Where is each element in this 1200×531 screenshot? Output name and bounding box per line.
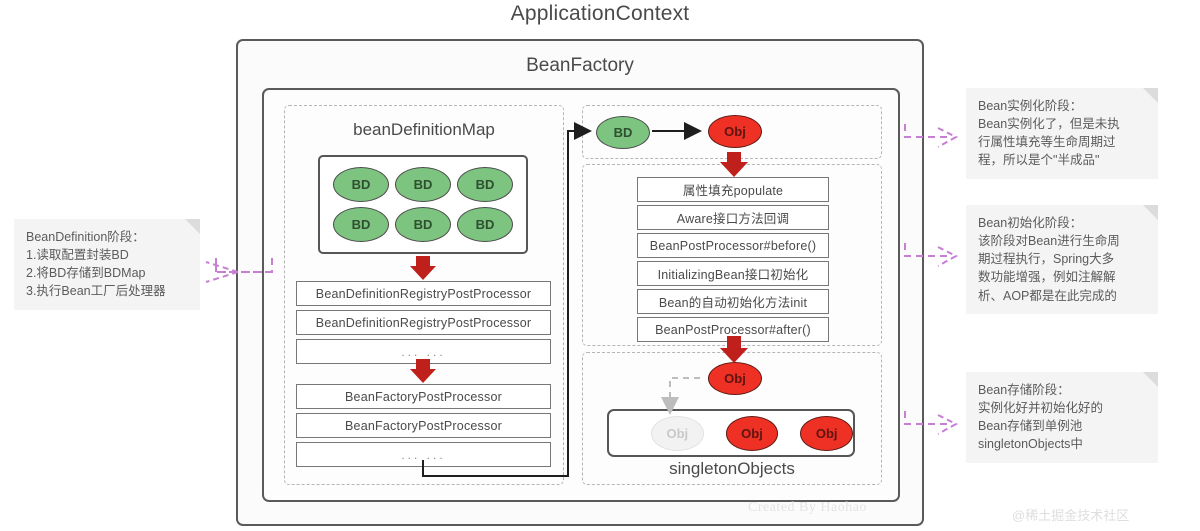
bd-entry: BD — [333, 167, 389, 202]
note-initialization: Bean初始化阶段： 该阶段对Bean进行生命周 期过程执行，Spring大多 … — [966, 205, 1158, 314]
bean-definition-map-box: BD BD BD BD BD BD — [318, 155, 528, 254]
list-item: BeanDefinitionRegistryPostProcessor — [296, 281, 551, 306]
bd-entry: BD — [333, 207, 389, 242]
note-line: 3.执行Bean工厂后处理器 — [26, 284, 166, 299]
list-item: ... ... — [296, 339, 551, 364]
note-line: 期过程执行，Spring大多 — [978, 252, 1115, 267]
obj-slot: Obj — [725, 415, 779, 451]
bd-node: BD — [596, 116, 650, 149]
folded-corner-icon — [1143, 88, 1158, 103]
list-item: BeanFactoryPostProcessor — [296, 413, 551, 438]
bd-entry: BD — [457, 207, 513, 242]
lifecycle-step: 属性填充populate — [637, 177, 829, 202]
note-line: 实例化好并初始化好的 — [978, 401, 1104, 416]
note-line: 数功能增强，例如注解解 — [978, 270, 1116, 285]
lifecycle-step: BeanPostProcessor#before() — [637, 233, 829, 258]
obj-slot-placeholder: Obj — [651, 415, 704, 451]
bean-definition-map-title: beanDefinitionMap — [353, 120, 495, 139]
list-item: ... ... — [296, 442, 551, 467]
lifecycle-step: InitializingBean接口初始化 — [637, 261, 829, 286]
note-line: 该阶段对Bean进行生命周 — [978, 234, 1120, 249]
note-title: Bean存储阶段： — [978, 383, 1070, 397]
note-line: Bean实例化了，但是未执 — [978, 117, 1120, 132]
obj-slot: Obj — [800, 415, 854, 451]
factory-post-processor-list: BeanFactoryPostProcessor BeanFactoryPost… — [296, 384, 551, 471]
note-line: 程，所以是个"半成品" — [978, 153, 1100, 168]
registry-post-processor-list: BeanDefinitionRegistryPostProcessor Bean… — [296, 281, 551, 368]
purple-arrow-left-icon — [205, 261, 239, 273]
note-line: 1.读取配置封装BD — [26, 248, 129, 263]
folded-corner-icon — [1143, 372, 1158, 387]
lifecycle-step: BeanPostProcessor#after() — [637, 317, 829, 342]
note-bean-definition: BeanDefinition阶段： 1.读取配置封装BD 2.将BD存储到BDM… — [14, 219, 200, 310]
watermark-author: Created By Haohao — [748, 500, 867, 515]
note-title: Bean初始化阶段： — [978, 216, 1083, 230]
bd-entry: BD — [395, 207, 451, 242]
page-title: ApplicationContext — [510, 2, 690, 25]
note-line: 2.将BD存储到BDMap — [26, 266, 146, 281]
folded-corner-icon — [185, 219, 200, 234]
bd-entry: BD — [395, 167, 451, 202]
lifecycle-step: Aware接口方法回调 — [637, 205, 829, 230]
purple-arrow-right-icon-3 — [937, 414, 959, 435]
note-title: Bean实例化阶段： — [978, 99, 1083, 113]
obj-node: Obj — [708, 115, 762, 148]
lifecycle-step-list: 属性填充populate Aware接口方法回调 BeanPostProcess… — [637, 177, 829, 345]
singleton-objects-label: singletonObjects — [669, 459, 795, 478]
purple-arrow-left-icon-2 — [205, 271, 239, 283]
watermark-site: @稀土掘金技术社区 — [1012, 508, 1130, 523]
singleton-objects-box: Obj Obj Obj — [607, 409, 855, 457]
bean-factory-title: BeanFactory — [526, 55, 634, 76]
purple-arrow-right-icon — [937, 127, 959, 148]
lifecycle-step: Bean的自动初始化方法init — [637, 289, 829, 314]
note-title: BeanDefinition阶段： — [26, 230, 145, 244]
folded-corner-icon — [1143, 205, 1158, 220]
note-line: singletonObjects中 — [978, 437, 1083, 452]
list-item: BeanDefinitionRegistryPostProcessor — [296, 310, 551, 335]
note-line: 行属性填充等生命周期过 — [978, 135, 1116, 150]
obj-incoming-node: Obj — [708, 362, 762, 395]
bd-entry: BD — [457, 167, 513, 202]
note-line: Bean存储到单例池 — [978, 419, 1083, 434]
note-line: 析、AOP都是在此完成的 — [978, 288, 1117, 303]
note-storage: Bean存储阶段： 实例化好并初始化好的 Bean存储到单例池 singleto… — [966, 372, 1158, 463]
purple-arrow-right-icon-2 — [937, 246, 959, 267]
note-instantiation: Bean实例化阶段： Bean实例化了，但是未执 行属性填充等生命周期过 程，所… — [966, 88, 1158, 179]
list-item: BeanFactoryPostProcessor — [296, 384, 551, 409]
